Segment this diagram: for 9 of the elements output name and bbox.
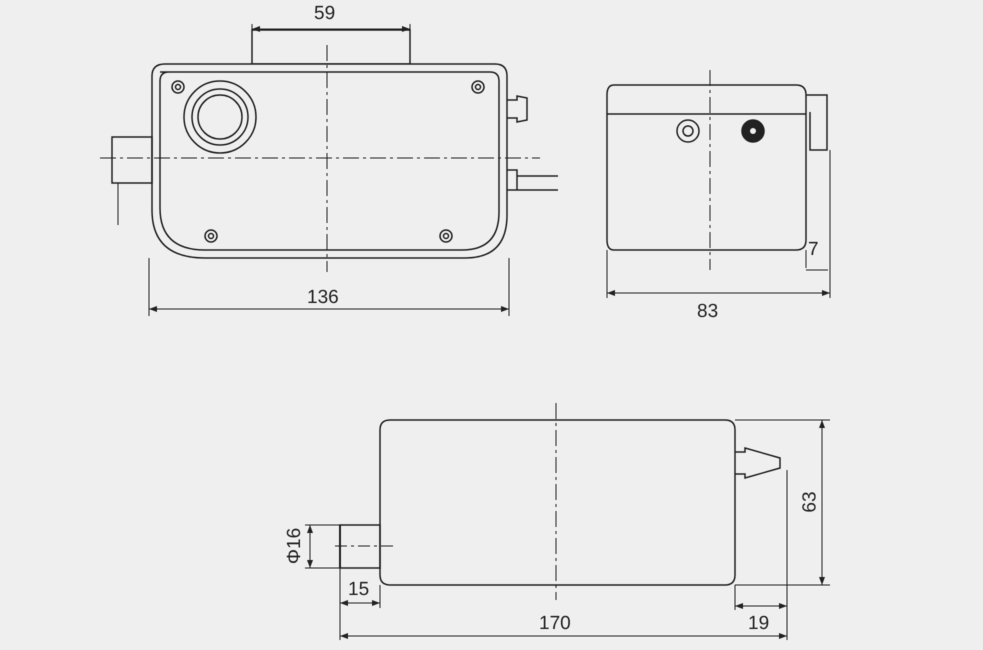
dimension-label: 7 <box>808 240 819 260</box>
dimension-label: 63 <box>800 491 821 513</box>
dimension-label: 83 <box>697 302 718 322</box>
dimension-label: 19 <box>748 614 770 634</box>
dimension-label: 136 <box>307 288 339 308</box>
dimension-label: 15 <box>348 580 370 600</box>
dimension-label: 170 <box>539 614 571 634</box>
dimension-label: Φ16 <box>285 528 306 564</box>
dimension-label: 59 <box>314 4 336 24</box>
